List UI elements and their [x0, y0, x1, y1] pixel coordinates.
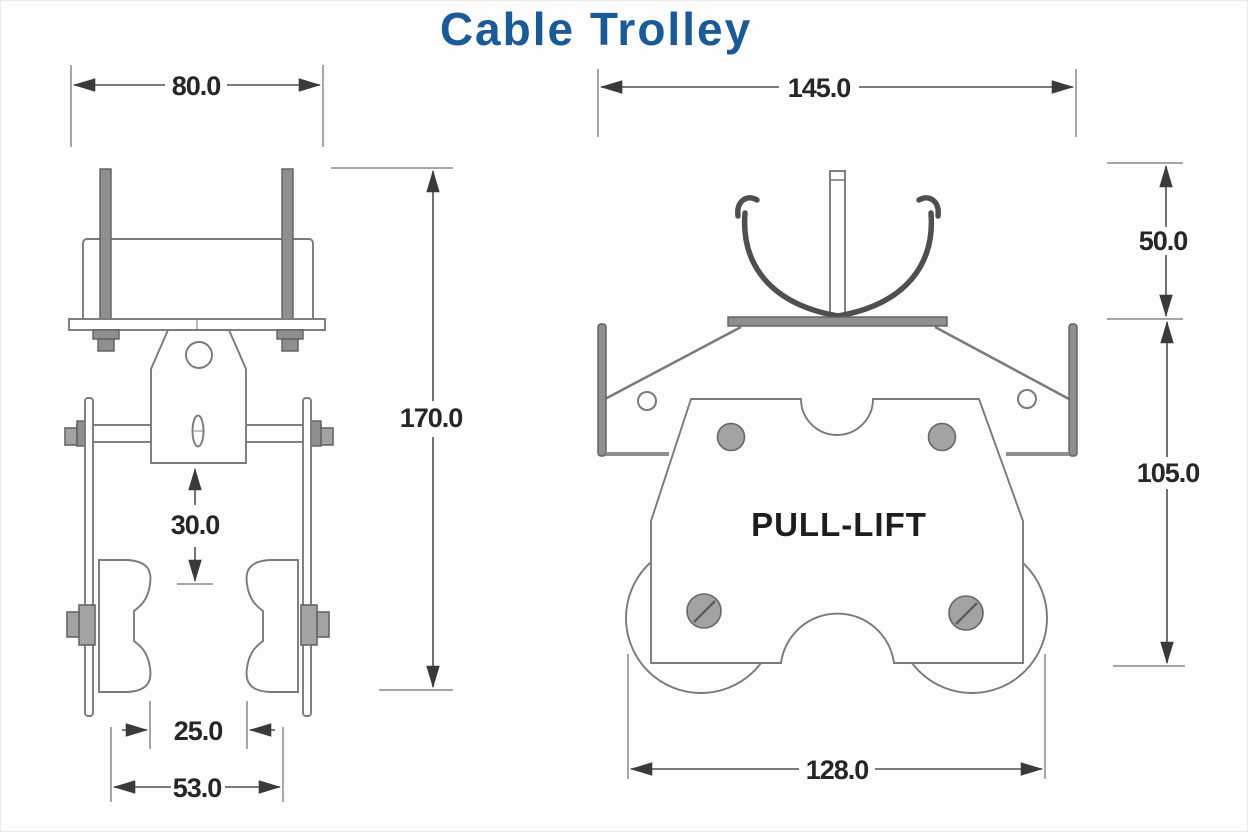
- wing-left: [604, 325, 742, 401]
- page-title: Cable Trolley: [440, 3, 752, 55]
- threaded-rod-left: [99, 168, 112, 340]
- pin-upper-left: [716, 422, 746, 452]
- axle-bolt-left: [64, 427, 78, 446]
- trolley-body-plate: [650, 398, 1024, 664]
- dim-clamp-width: 80.0: [70, 65, 324, 147]
- suspension-rod: [829, 170, 846, 322]
- dim-wheel-span: 53.0: [110, 727, 284, 803]
- dim-overall-width: 145.0: [597, 69, 1077, 137]
- wing-hole-left: [637, 391, 657, 411]
- threaded-rod-right: [281, 168, 294, 340]
- wheel-washer-right: [300, 604, 318, 646]
- rail-guard-right: [1068, 323, 1078, 457]
- nut-right: [276, 329, 304, 352]
- wheel-profile-left: [98, 559, 152, 693]
- dim-wheel-gap: 25.0: [122, 701, 275, 749]
- dim-overall-height: 170.0: [331, 167, 463, 691]
- dim-wheel-track: 128.0: [627, 654, 1046, 785]
- rail-guard-left: [597, 323, 607, 457]
- wheel-bolt-right: [316, 611, 330, 638]
- dim-saddle-height: 50.0: [1107, 162, 1188, 320]
- dim-label-25: 25.0: [174, 716, 223, 746]
- wheel-profile-right: [245, 559, 299, 693]
- axle-bolt-right: [320, 427, 334, 446]
- wing-hole-right: [1017, 389, 1037, 409]
- dim-label-53: 53.0: [173, 773, 222, 803]
- dim-label-145: 145.0: [788, 73, 851, 103]
- side-plate-right: [302, 397, 312, 717]
- nut-left: [92, 329, 120, 352]
- bracket-hole: [185, 341, 213, 369]
- dim-label-105: 105.0: [1137, 458, 1200, 488]
- side-plate-left: [84, 397, 94, 717]
- screw-lower-right: [948, 595, 984, 631]
- wing-right: [934, 325, 1070, 401]
- dim-label-50: 50.0: [1139, 226, 1188, 256]
- dim-label-80: 80.0: [172, 71, 221, 101]
- dim-label-128: 128.0: [806, 755, 869, 785]
- side-view: 80.0 170.0 30.0 25.0: [64, 65, 463, 803]
- wheel-bolt-left: [66, 611, 80, 638]
- screw-lower-left: [686, 593, 722, 629]
- front-view: PULL-LIFT 145.0 50.0 105.0: [597, 69, 1200, 785]
- dim-label-30: 30.0: [171, 510, 220, 540]
- body-label: PULL-LIFT: [751, 506, 927, 543]
- dim-bracket-drop: 30.0: [171, 467, 220, 585]
- pin-upper-right: [927, 422, 957, 452]
- suspension-bracket: [150, 329, 247, 464]
- dim-label-170: 170.0: [400, 403, 463, 433]
- wheel-washer-left: [78, 604, 96, 646]
- dim-body-height: 105.0: [1113, 320, 1200, 667]
- saddle-plate: [727, 316, 948, 327]
- cable-saddle: [735, 195, 941, 319]
- clamp-body: [82, 238, 314, 324]
